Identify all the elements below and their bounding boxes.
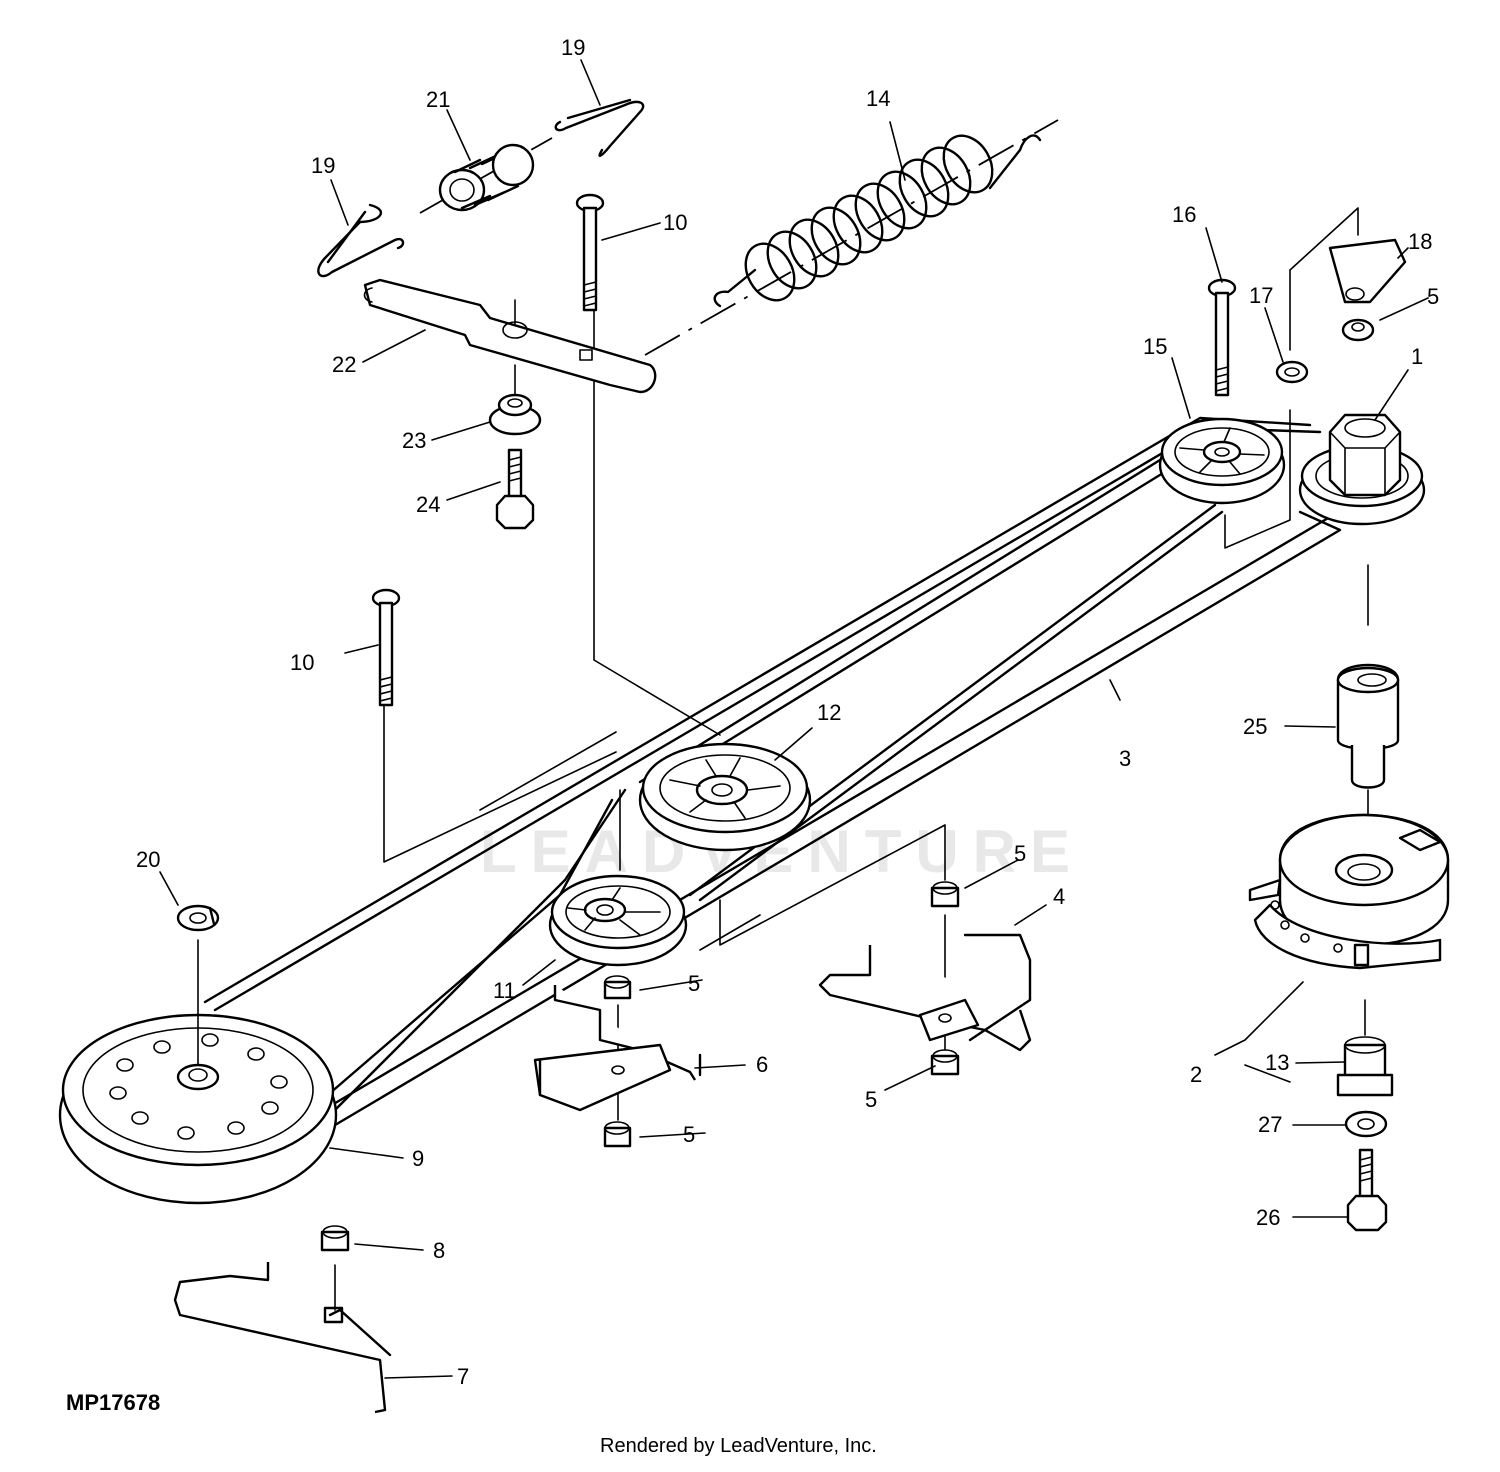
washer-27 [1344,1110,1388,1138]
callout-16: 16 [1172,202,1196,227]
callout-22: 22 [332,352,356,377]
nut-5-a [603,975,632,1000]
nut-5-upper [1341,318,1375,342]
callout-11: 11 [493,978,516,1003]
callout-12: 12 [817,700,841,725]
spacer-23 [488,393,542,436]
idler-arm-22 [363,278,657,394]
callout-25: 25 [1243,714,1267,739]
callout-14: 14 [866,86,890,111]
callout-5-b: 5 [683,1122,695,1147]
callout-17: 17 [1249,283,1273,308]
lock-washer-20 [176,904,220,932]
callout-18: 18 [1408,229,1432,254]
callout-5-upper: 5 [1427,284,1439,309]
callout-13: 13 [1265,1050,1289,1075]
bolt-26 [1346,1148,1388,1232]
callout-9: 9 [412,1146,424,1171]
callout-5-d: 5 [865,1087,877,1112]
callout-6: 6 [756,1052,768,1077]
figure-id: MP17678 [66,1390,160,1415]
leader-lines [159,59,1429,1379]
bolt-24 [495,448,535,530]
callout-26: 26 [1256,1205,1280,1230]
nut-5-d [930,1049,960,1076]
belt-guide-7 [173,1262,392,1414]
nut-5-c [930,881,960,908]
spring-hook-19-right [554,98,645,157]
callout-27: 27 [1258,1112,1282,1137]
callout-2: 2 [1190,1062,1202,1087]
callout-5-a: 5 [688,971,700,996]
bolt-10-upper [575,193,605,312]
callout-4: 4 [1053,884,1065,909]
clutch-2 [1248,813,1450,970]
callout-24: 24 [416,492,440,517]
callout-15: 15 [1143,334,1167,359]
pulley-12 [638,742,812,852]
spring-14 [713,134,1042,308]
belt-guide-4 [818,933,1032,1052]
callout-10-lower: 10 [290,650,314,675]
pulley-11 [548,874,688,967]
washer-17 [1275,360,1309,384]
callout-20: 20 [136,847,160,872]
callout-labels: 1 2 3 4 5 5 5 5 5 6 7 8 9 10 10 11 12 13… [136,35,1439,1389]
pulley-15 [1158,417,1286,505]
callout-19-right: 19 [561,35,585,60]
nut-5-b [603,1121,632,1148]
render-credit: Rendered by LeadVenture, Inc. [600,1435,877,1457]
bolt-16 [1207,278,1237,397]
callout-3: 3 [1119,746,1131,771]
spring-hook-19-left [317,203,405,278]
callout-10-upper: 10 [663,210,687,235]
callout-23: 23 [402,428,426,453]
bolt-13 [1336,1036,1394,1097]
spring-21 [438,143,535,212]
adapter-25 [1336,663,1400,789]
bracket-18 [1328,238,1407,304]
callout-8: 8 [433,1238,445,1263]
bolt-10-lower [371,588,401,707]
callout-19-left: 19 [311,153,335,178]
pulley-1 [1298,413,1426,526]
callout-1: 1 [1411,344,1423,369]
callout-7: 7 [457,1364,469,1389]
callout-5-c: 5 [1014,841,1026,866]
nut-8 [320,1225,350,1252]
callout-21: 21 [426,87,450,112]
belt-guide-6 [533,985,702,1112]
